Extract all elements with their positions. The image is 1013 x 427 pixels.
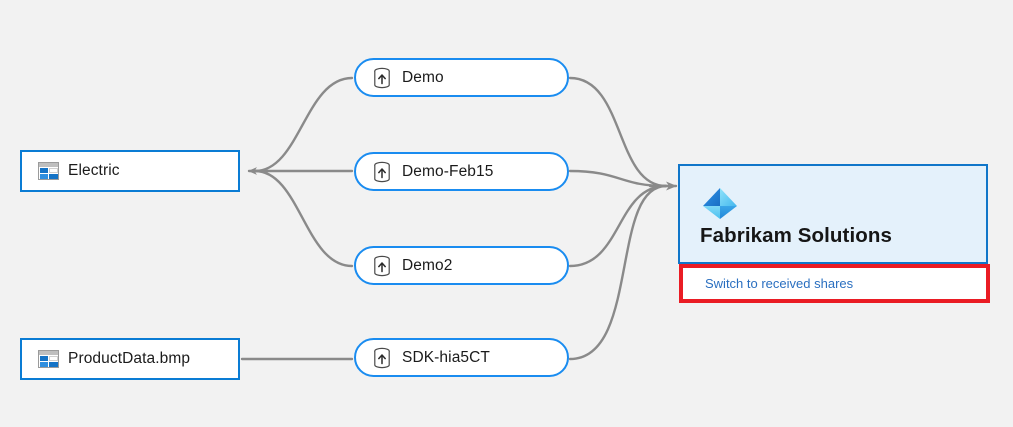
share-pill-label: SDK-hia5CT <box>402 348 490 366</box>
database-upload-icon <box>372 67 392 89</box>
fabrikam-diamond-logo <box>700 186 740 224</box>
share-pill-label: Demo-Feb15 <box>402 162 494 180</box>
share-pill-demo2[interactable]: Demo2 <box>354 246 569 285</box>
organization-name: Fabrikam Solutions <box>700 224 893 247</box>
edge-electric-demo <box>253 76 354 173</box>
share-pill-demo-feb15[interactable]: Demo-Feb15 <box>354 152 569 191</box>
source-node-electric[interactable]: Electric <box>20 150 240 192</box>
dataset-layout-icon <box>38 162 59 180</box>
edge-electric-demo2 <box>253 169 354 268</box>
database-upload-icon <box>372 255 392 277</box>
source-node-productdata[interactable]: ProductData.bmp <box>20 338 240 380</box>
dataset-layout-icon <box>38 350 59 368</box>
edge-demo-org <box>568 76 668 188</box>
source-node-label: Electric <box>68 162 120 179</box>
share-pill-label: Demo2 <box>402 256 453 274</box>
edge-sdk-org <box>568 184 668 361</box>
edge-demo2-org <box>568 184 668 268</box>
organization-panel[interactable]: Fabrikam Solutions <box>678 164 988 264</box>
switch-shares-highlight-box[interactable]: Switch to received shares <box>679 264 990 303</box>
share-pill-sdk-hia5ct[interactable]: SDK-hia5CT <box>354 338 569 377</box>
switch-to-received-shares-link[interactable]: Switch to received shares <box>705 276 854 291</box>
database-upload-icon <box>372 161 392 183</box>
source-node-label: ProductData.bmp <box>68 350 191 367</box>
database-upload-icon <box>372 347 392 369</box>
share-pill-demo[interactable]: Demo <box>354 58 569 97</box>
edge-demo-feb15-org <box>568 169 668 188</box>
share-pill-label: Demo <box>402 68 444 86</box>
